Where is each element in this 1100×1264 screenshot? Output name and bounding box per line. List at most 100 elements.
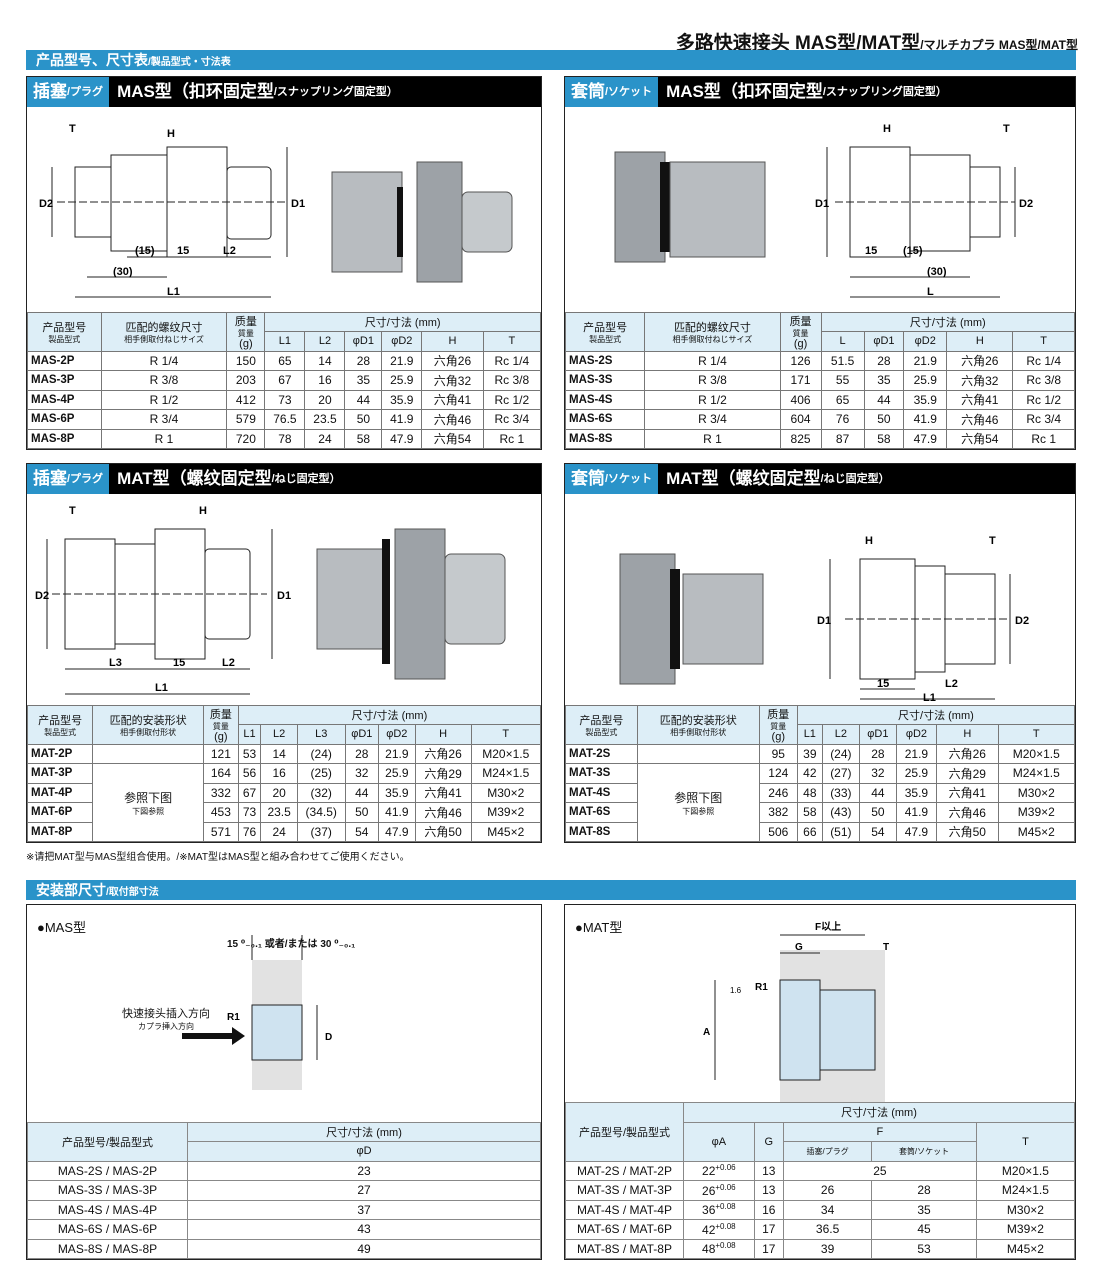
table-cell: 24	[260, 821, 298, 842]
table-cell: (32)	[296, 782, 346, 803]
table-cell: MAT-4S / MAT-4P	[565, 1199, 684, 1220]
table-cell: M39×2	[997, 802, 1076, 823]
table-cell: R 1/4	[644, 350, 781, 371]
table-cell: 78	[264, 428, 306, 449]
table-cell: R 3/8	[644, 370, 781, 391]
table-cell: 26	[782, 1180, 873, 1201]
table-cell: 50	[344, 802, 380, 823]
svg-text:15: 15	[173, 657, 185, 669]
table-cell: 六角32	[421, 370, 484, 391]
table-cell: R 1	[100, 428, 228, 449]
table-cell: R 1/2	[100, 389, 228, 410]
table-cell: Rc 1/2	[482, 389, 542, 410]
table-cell: 47.9	[381, 428, 423, 449]
table-cell: 25.9	[903, 370, 948, 391]
table-cell: 28	[871, 1180, 977, 1201]
table-cell: 16	[753, 1199, 784, 1220]
table-cell: M20×1.5	[997, 743, 1076, 764]
table-cell: 58	[344, 428, 383, 449]
table-cell: 571	[203, 821, 239, 842]
table-cell: M30×2	[470, 782, 542, 803]
table-cell: (37)	[296, 821, 346, 842]
table-cell: MAT-4P	[26, 782, 94, 803]
table-cell: 13	[753, 1180, 784, 1201]
svg-text:15: 15	[177, 245, 189, 257]
table-cell: MAT-2S	[565, 743, 638, 764]
svg-text:15: 15	[877, 678, 889, 690]
tolerance: +0.06	[715, 1182, 736, 1192]
svg-text:R1: R1	[755, 982, 768, 993]
table-cell: 50	[344, 409, 383, 430]
table-cell: R 3/8	[100, 370, 228, 391]
table-cell: 22+0.06	[683, 1160, 755, 1181]
table-cell: M45×2	[997, 821, 1076, 842]
table-cell: 453	[203, 802, 239, 823]
table-cell: 76.5	[264, 409, 306, 430]
table-cell: Rc 1/2	[1012, 389, 1075, 410]
value-a: 26	[702, 1183, 716, 1198]
svg-text:(30): (30)	[113, 266, 133, 278]
table-cell: (34.5)	[296, 802, 346, 823]
panel-mount-mat: ●MAT型 A F以上 G T R1 1.6 产品型号/製品型式尺寸/寸法 (m…	[564, 904, 1076, 1260]
svg-text:H: H	[883, 123, 891, 135]
table-cell: 24	[304, 428, 346, 449]
table-cell: 54	[858, 821, 897, 842]
table-cell: 44	[863, 389, 905, 410]
table-cell: MAS-3S / MAS-3P	[27, 1180, 188, 1201]
table-cell: 21.9	[895, 743, 938, 764]
table-cell: 六角32	[946, 370, 1014, 391]
table-cell: 17	[753, 1238, 784, 1259]
table-cell: 23.5	[304, 409, 346, 430]
table-cell: R 3/4	[100, 409, 228, 430]
svg-text:T: T	[989, 535, 996, 547]
table-cell: 43	[187, 1219, 541, 1240]
table-cell: 39	[782, 1238, 873, 1259]
table-cell: M39×2	[470, 802, 542, 823]
table-mat-plug: 产品型号製品型式匹配的安装形状相手側取付形状质量質量(g)尺寸/寸法 (mm) …	[26, 704, 542, 842]
svg-text:A: A	[703, 1027, 710, 1038]
table-cell: MAS-8P	[27, 428, 102, 449]
table-cell: Rc 3/4	[1012, 409, 1075, 430]
table-cell: M30×2	[997, 782, 1076, 803]
table-cell: MAS-6S	[564, 409, 646, 430]
table-mas-socket: 产品型号製品型式匹配的螺纹尺寸相手側取付ねじサイズ质量質量(g)尺寸/寸法 (m…	[564, 311, 1076, 450]
mount-mat-drawing: A F以上 G T R1 1.6	[703, 920, 889, 1120]
mount-width-label: 15 ⁰₋₀.₁ 或者/または 30 ⁰₋₀.₁	[227, 939, 356, 950]
table-cell: R 1/4	[100, 350, 228, 371]
svg-text:H: H	[199, 505, 207, 517]
table-cell: 164	[203, 763, 239, 784]
table-cell: 35	[344, 370, 383, 391]
table-cell: M45×2	[470, 821, 542, 842]
table-cell: (27)	[821, 763, 860, 784]
svg-text:15: 15	[865, 245, 877, 257]
svg-text:L3: L3	[109, 657, 122, 669]
table-cell: MAS-8S	[564, 428, 646, 449]
table-cell: 27	[187, 1180, 541, 1201]
table-cell: MAS-4S	[564, 389, 646, 410]
table-cell: 25.9	[381, 370, 423, 391]
table-cell: (33)	[821, 782, 860, 803]
table-cell: 67	[264, 370, 306, 391]
table-cell: 87	[820, 428, 865, 449]
table-cell: 44	[344, 389, 383, 410]
table-cell: R 3/4	[644, 409, 781, 430]
svg-text:D1: D1	[817, 615, 831, 627]
table-cell: 51.5	[820, 350, 865, 371]
table-cell: 35.9	[895, 782, 938, 803]
see-below-sub: 下図参照	[132, 806, 165, 816]
table-cell: 44	[858, 782, 897, 803]
section-bar-product-table: 产品型号、尺寸表/製品型式・寸法表	[26, 50, 1076, 70]
svg-text:L2: L2	[223, 245, 236, 257]
table-cell: Rc 3/4	[482, 409, 542, 430]
table-cell: 21.9	[381, 350, 423, 371]
